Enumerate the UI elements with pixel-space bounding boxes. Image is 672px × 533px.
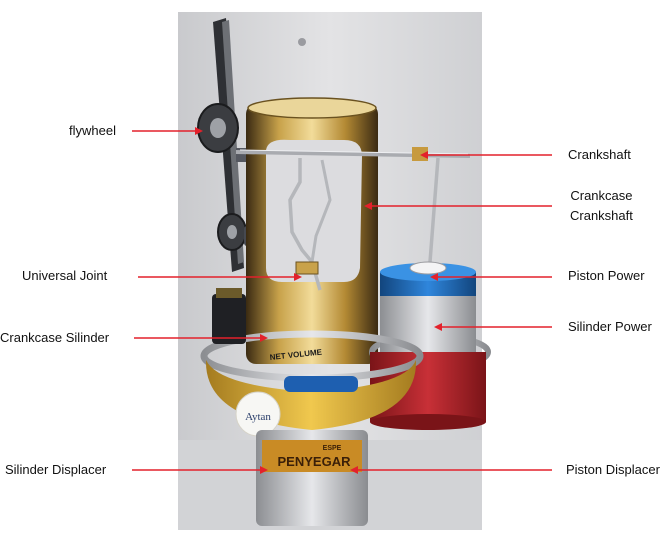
left-component-top <box>216 288 242 298</box>
label-crankcase-crankshaft-line2: Crankshaft <box>570 208 633 224</box>
wall-hole <box>298 38 306 46</box>
label-piston-displacer: Piston Displacer <box>566 462 660 478</box>
label-silinder-power: Silinder Power <box>568 319 652 335</box>
left-black-component <box>212 294 246 344</box>
label-crankcase-crankshaft-line1: Crankcase <box>570 188 633 204</box>
flywheel-pulley-lower-hub <box>227 225 237 239</box>
power-piston-cap <box>410 262 446 274</box>
label-flywheel: flywheel <box>69 123 116 139</box>
aytan-brand-text: Aytan <box>245 411 271 423</box>
label-crankcase-silinder: Crankcase Silinder <box>0 330 109 346</box>
label-universal-joint: Universal Joint <box>22 268 107 284</box>
label-crankcase-crankshaft: Crankcase Crankshaft <box>570 188 633 224</box>
can-espe-text: ESPE <box>323 445 342 452</box>
main-can-window <box>266 140 362 282</box>
flywheel-pulley-upper-hub <box>210 118 226 138</box>
main-can-top <box>248 98 376 118</box>
label-crankshaft: Crankshaft <box>568 147 631 163</box>
power-red-can-bottom <box>370 414 486 430</box>
label-piston-power: Piston Power <box>568 268 645 284</box>
blue-label-strip <box>284 376 358 392</box>
can-penyegar-text: PENYEGAR <box>278 454 352 469</box>
label-silinder-displacer: Silinder Displacer <box>5 462 106 478</box>
universal-joint-part <box>296 262 318 274</box>
